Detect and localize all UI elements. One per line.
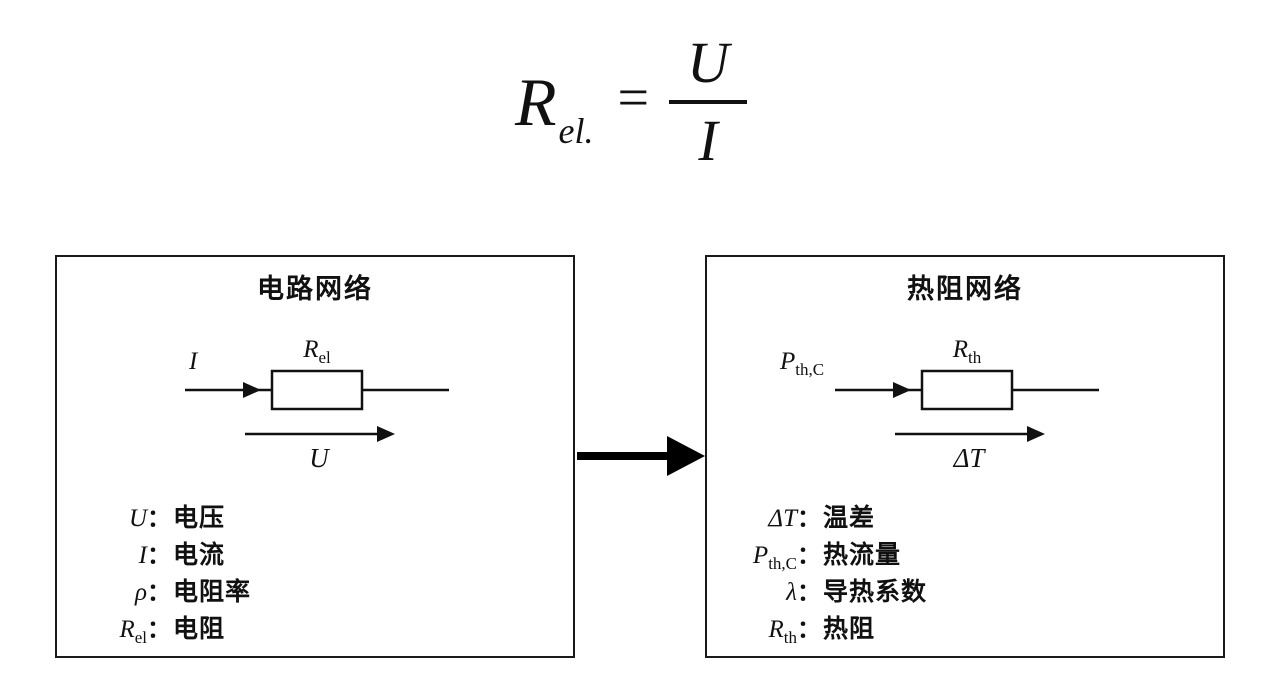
fraction-numerator: U	[687, 30, 729, 95]
tempdiff-symbol: ΔT	[953, 443, 985, 473]
legend-desc: 电阻率	[173, 578, 252, 606]
formula-fraction: U I	[669, 30, 748, 173]
colon: ：	[797, 542, 821, 569]
var-symbol: λ	[786, 579, 797, 606]
legend-var: Rth：	[717, 609, 821, 648]
fraction-bar	[669, 100, 748, 104]
legend-row-voltage: U： 电压	[67, 498, 251, 535]
legend-var: Pth,C：	[717, 535, 821, 574]
var-subscript: th,C	[768, 554, 797, 573]
var-symbol: P	[752, 542, 769, 569]
resistor-body	[270, 369, 364, 411]
legend-row-resistance: Rel： 电阻	[67, 609, 251, 648]
var-subscript: el	[134, 628, 147, 647]
thermal-resistor-drawing	[835, 369, 1099, 442]
thermal-resistor-label: Rth	[920, 337, 1014, 366]
voltage-arrowhead-icon	[377, 426, 395, 442]
resistor-subscript: el	[318, 348, 331, 367]
var-symbol: R	[119, 616, 135, 643]
legend-row-tempdiff: ΔT： 温差	[717, 498, 927, 535]
legend-var: I：	[67, 535, 171, 574]
fraction-denominator: I	[698, 108, 718, 173]
voltage-label: U	[243, 445, 395, 472]
formula-subscript-el: el.	[558, 111, 594, 151]
thermal-resistor-symbol: R	[952, 336, 969, 363]
heatflow-subscript: th,C	[795, 360, 825, 379]
colon: ：	[797, 579, 821, 606]
legend-row-resistivity: ρ： 电阻率	[67, 572, 251, 609]
var-symbol: I	[138, 542, 147, 569]
circuit-network-panel: 电路网络 I Rel U U： 电压 I： 电流	[55, 255, 575, 658]
var-subscript: th	[783, 628, 797, 647]
legend-desc: 热流量	[823, 541, 902, 569]
current-symbol: I	[189, 348, 198, 375]
current-arrowhead-icon	[243, 382, 261, 398]
legend-desc: 导热系数	[823, 578, 928, 606]
resistance-formula: R el. = U I	[0, 22, 1262, 182]
legend-var: ρ：	[67, 572, 171, 611]
var-symbol: ΔT	[768, 505, 797, 532]
colon: ：	[147, 579, 171, 606]
tempdiff-arrowhead-icon	[1027, 426, 1045, 442]
heatflow-arrowhead-icon	[893, 382, 911, 398]
tempdiff-label: ΔT	[893, 445, 1045, 472]
circuit-network-title: 电路网络	[257, 274, 373, 304]
var-symbol: U	[128, 505, 147, 532]
legend-desc: 热阻	[823, 615, 876, 643]
resistor-symbol: R	[303, 336, 319, 363]
thermal-network-title: 热阻网络	[907, 274, 1023, 304]
heatflow-symbol: P	[779, 348, 796, 375]
equals-sign: =	[617, 67, 650, 129]
thermal-resistor-subscript: th	[968, 348, 982, 367]
legend-desc: 电压	[173, 504, 226, 532]
analogy-arrowhead	[667, 436, 705, 476]
colon: ：	[797, 616, 821, 643]
legend-var: U：	[67, 498, 171, 537]
var-symbol: ρ	[135, 579, 147, 606]
legend-desc: 电流	[173, 541, 226, 569]
legend-row-heatflow: Pth,C： 热流量	[717, 535, 927, 574]
legend-var: ΔT：	[717, 498, 821, 537]
analogy-arrow-icon	[577, 436, 705, 476]
electrical-legend: U： 电压 I： 电流 ρ： 电阻率 Rel： 电阻	[67, 498, 251, 648]
formula-lhs: R el.	[514, 64, 594, 149]
colon: ：	[147, 505, 171, 532]
formula-variable-R: R	[514, 64, 557, 140]
legend-desc: 温差	[823, 504, 876, 532]
colon: ：	[147, 542, 171, 569]
legend-desc: 电阻	[173, 615, 226, 643]
voltage-symbol: U	[309, 443, 329, 473]
electrical-resistor-drawing	[185, 369, 449, 442]
resistor-label: Rel	[270, 337, 364, 366]
thermal-legend: ΔT： 温差 Pth,C： 热流量 λ： 导热系数 Rth： 热阻	[717, 498, 927, 648]
heatflow-label: Pth,C	[727, 349, 877, 378]
legend-row-thermal-resistance: Rth： 热阻	[717, 609, 927, 648]
thermal-network-panel: 热阻网络 Pth,C Rth ΔT ΔT： 温差 Pth,C： 热流量 λ： 导…	[705, 255, 1225, 658]
legend-var: Rel：	[67, 609, 171, 648]
legend-var: λ：	[717, 572, 821, 611]
colon: ：	[797, 505, 821, 532]
var-symbol: R	[768, 616, 784, 643]
legend-row-conductivity: λ： 导热系数	[717, 572, 927, 609]
current-label: I	[189, 349, 229, 374]
colon: ：	[147, 616, 171, 643]
thermal-resistor-body	[920, 369, 1014, 411]
legend-row-current: I： 电流	[67, 535, 251, 572]
